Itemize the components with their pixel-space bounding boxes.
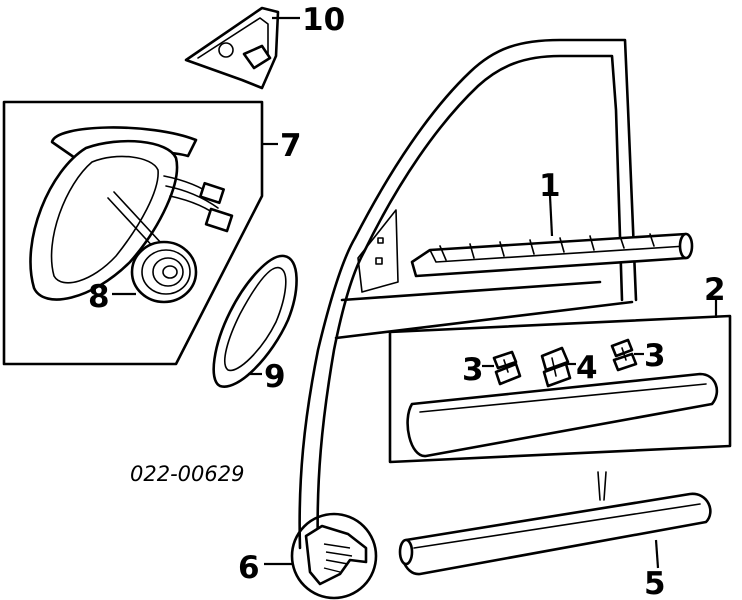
- part-2-door-molding-kit: 2 3 4 3: [388, 272, 732, 464]
- part-9-mirror-glass: 9: [212, 254, 298, 395]
- clip-4: [540, 346, 572, 388]
- clip-3-right: [610, 338, 638, 372]
- part-6-corner-cap: 6: [238, 512, 378, 600]
- part-7-mirror-assembly-box: 7 8: [2, 100, 302, 366]
- callout-4: 4: [576, 350, 598, 386]
- part-10-mirror-cover: 10: [184, 2, 345, 90]
- callout-1: 1: [539, 168, 561, 204]
- diagram-code: 022-00629: [130, 462, 244, 486]
- part-5-lower-molding: 5: [398, 492, 712, 600]
- callout-9: 9: [264, 359, 286, 395]
- callout-5: 5: [644, 566, 666, 600]
- callout-3-left: 3: [462, 352, 484, 388]
- callout-3-right: 3: [644, 338, 666, 374]
- callout-2: 2: [704, 272, 726, 308]
- clip-3-left: [492, 350, 522, 386]
- door-frame: [298, 38, 638, 554]
- callout-6: 6: [238, 550, 260, 586]
- callout-10: 10: [302, 2, 345, 38]
- callout-7: 7: [280, 128, 302, 164]
- part-1-belt-molding: 1: [410, 168, 694, 278]
- callout-8: 8: [88, 279, 110, 315]
